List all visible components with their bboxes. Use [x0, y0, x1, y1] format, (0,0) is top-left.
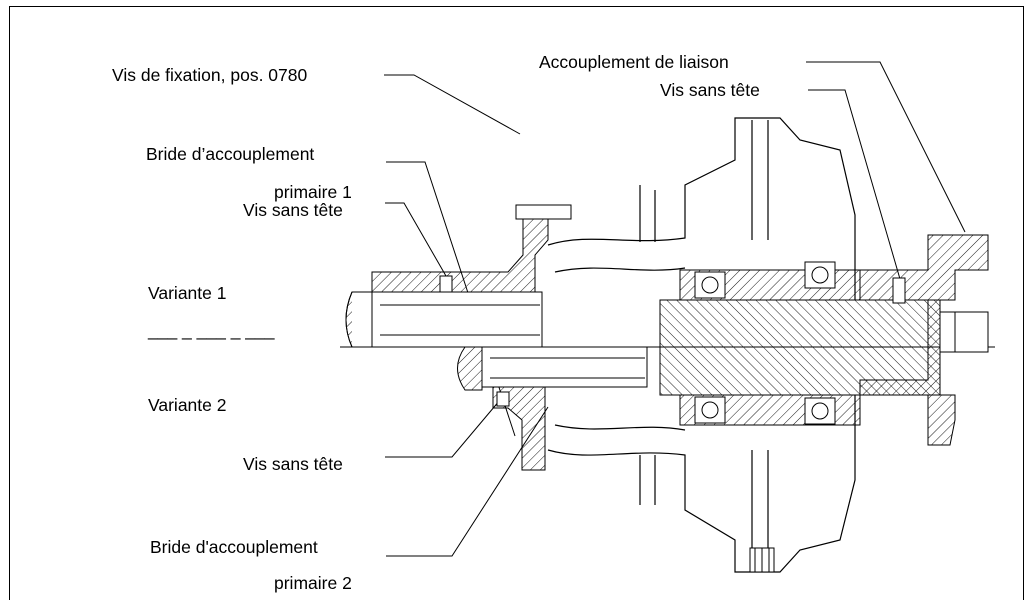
axis-marker: ___ _ ___ _ ___ — [148, 320, 275, 340]
label-vis-sans-tete-right: Vis sans tête — [660, 80, 760, 100]
leader-vis-top — [385, 202, 447, 277]
drawing-frame — [9, 6, 1024, 600]
label-bride-2-line1: Bride d'accouplement — [150, 537, 318, 557]
bottom-fastener — [749, 547, 775, 573]
housing-upper — [547, 117, 856, 300]
leader-accouplement — [806, 61, 966, 233]
label-bride-1-line1: Bride d’accouplement — [146, 144, 315, 164]
label-vis-fixation: Vis de fixation, pos. 0780 — [112, 65, 308, 85]
bride-primaire-2 — [492, 386, 546, 471]
bearings — [694, 261, 836, 425]
shaft-variante-2 — [457, 346, 648, 391]
leader-vis-fixation — [384, 74, 521, 135]
leader-bride-2 — [386, 406, 549, 557]
shaft-variante-1 — [345, 291, 543, 348]
label-accouplement-liaison: Accouplement de liaison — [539, 52, 729, 72]
label-bride-2-line2: primaire 2 — [274, 573, 352, 593]
bride-primaire-1 — [371, 204, 572, 293]
leader-lines — [384, 61, 966, 557]
label-variante-2: Variante 2 — [148, 395, 227, 415]
leader-vis-bottom — [385, 399, 501, 458]
label-vis-sans-tete-bottom: Vis sans tête — [243, 454, 343, 474]
label-bride-1-line2: primaire 1 — [274, 182, 352, 202]
leader-vis-sans-tete-right — [808, 89, 901, 280]
label-vis-sans-tete-top: Vis sans tête — [243, 200, 343, 220]
label-variante-1: Variante 1 — [148, 283, 227, 303]
accouplement-liaison — [859, 234, 989, 446]
